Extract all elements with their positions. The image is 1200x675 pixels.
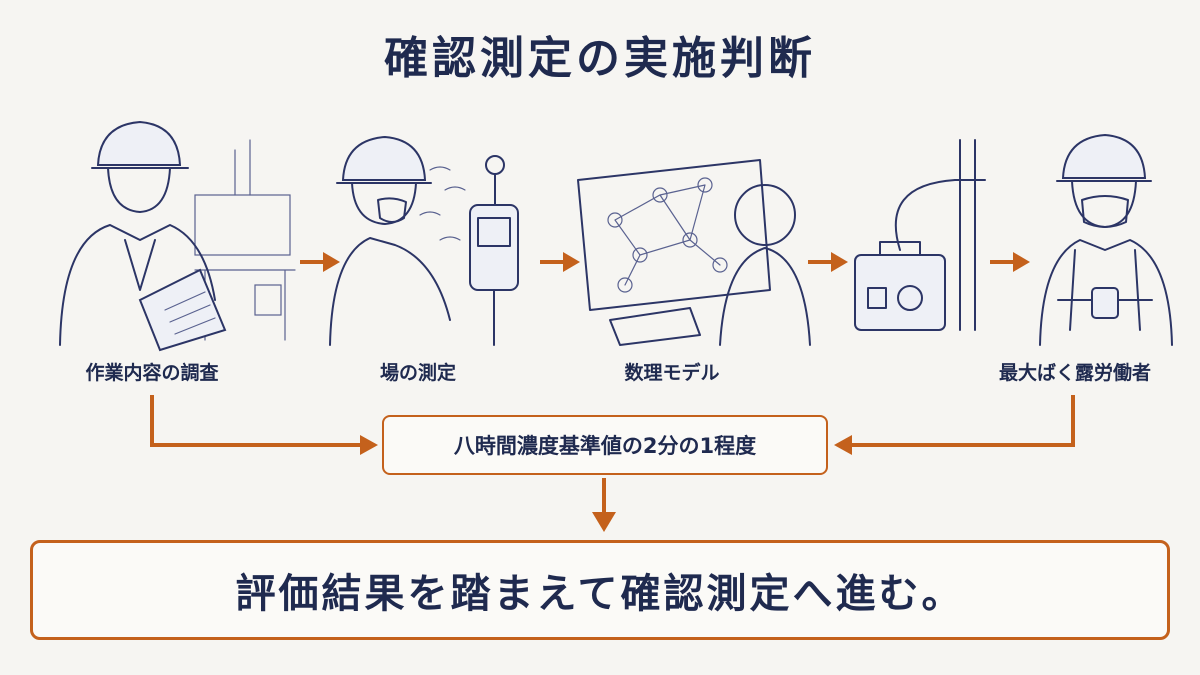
connector-down: [592, 478, 616, 532]
stage-label-survey: 作業内容の調査: [85, 362, 219, 384]
worker-with-personal-sampler-icon: [1039, 133, 1173, 346]
flow-arrow-3: [808, 252, 848, 272]
sampling-pump-icon: [854, 139, 986, 331]
connector-right: [834, 395, 1075, 455]
worker-with-meter-icon: [329, 135, 519, 346]
flow-arrow-1: [300, 252, 340, 272]
stage-label-math-model: 数理モデル: [624, 362, 720, 384]
flow-arrow-2: [540, 252, 580, 272]
page-title: 確認測定の実施判断: [384, 33, 816, 84]
person-at-model-screen-icon: [577, 159, 811, 346]
stage-label-field-measurement: 場の測定: [379, 362, 457, 384]
stage-label-max-exposure-worker: 最大ばく露労働者: [998, 362, 1152, 384]
worker-with-clipboard-icon: [59, 120, 296, 352]
connector-left: [150, 395, 378, 455]
conclusion-box: 評価結果を踏まえて確認測定へ進む。: [30, 540, 1170, 640]
threshold-box: 八時間濃度基準値の2分の1程度: [382, 415, 828, 475]
flow-arrow-4: [990, 252, 1030, 272]
